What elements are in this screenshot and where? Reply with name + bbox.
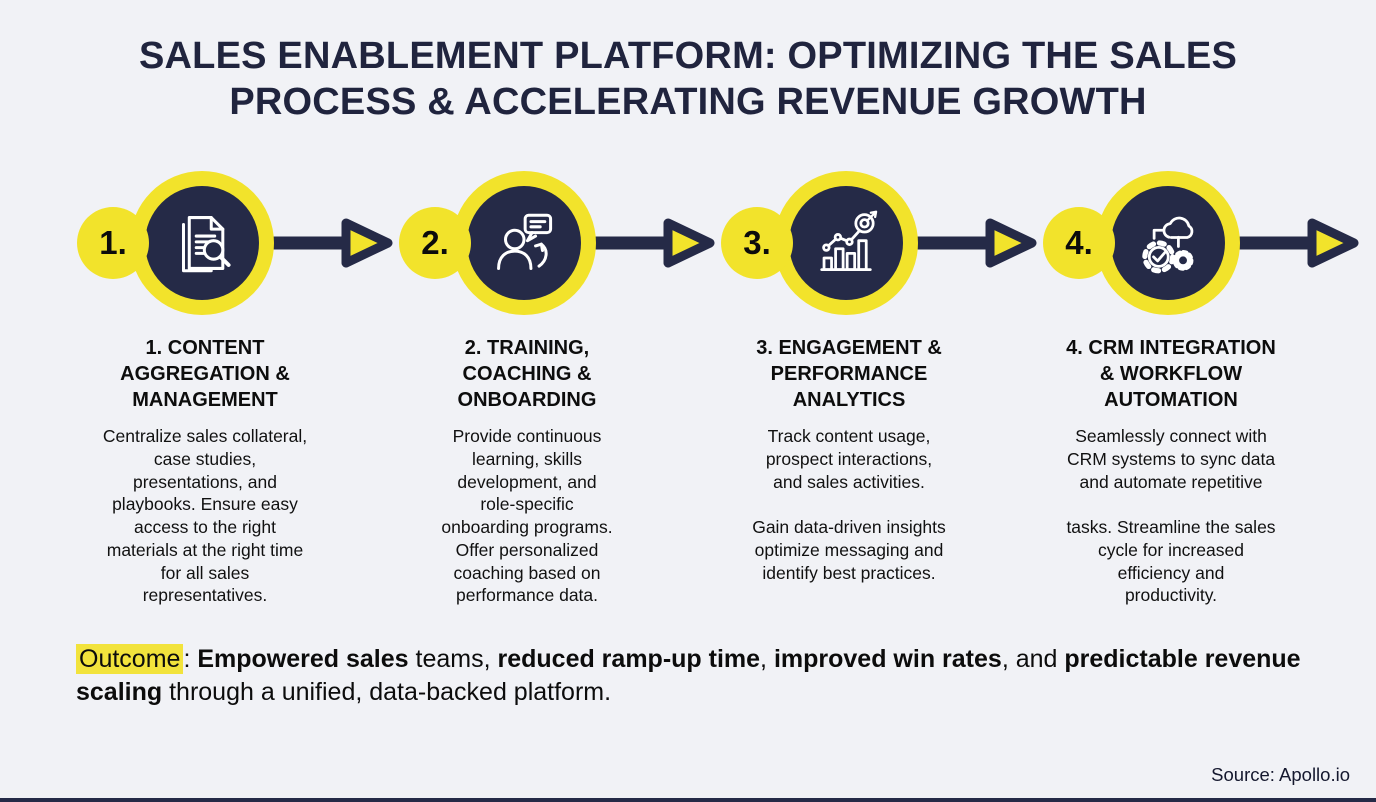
step-circle xyxy=(130,171,274,316)
step-2: 2. 2. TRAINING, COACHING & ONBOARDING Pr… xyxy=(366,167,715,607)
step-number-badge: 4. xyxy=(1043,207,1115,280)
outcome-segment: : xyxy=(183,645,198,674)
outcome-segment: , xyxy=(760,645,774,674)
step-4-description: Seamlessly connect with CRM systems to s… xyxy=(1066,426,1276,606)
step-circle xyxy=(1096,171,1240,316)
source-attribution: Source: Apollo.io xyxy=(1211,764,1350,785)
step-3: 3. xyxy=(688,167,1037,607)
step-number-badge: 3. xyxy=(721,207,793,280)
step-icon-disc xyxy=(467,186,581,301)
step-number: 3. xyxy=(743,224,771,262)
analytics-chart-icon xyxy=(820,210,878,272)
step-1-description: Centralize sales collateral, case studie… xyxy=(102,426,308,606)
step-number: 2. xyxy=(421,224,449,262)
outcome-segment: improved win rates xyxy=(773,645,1002,674)
outcome-segment: teams, xyxy=(408,645,498,674)
step-number: 1. xyxy=(99,224,127,262)
step-number-badge: 2. xyxy=(399,207,471,280)
cloud-gears-icon xyxy=(1142,216,1194,274)
outcome-segment: through a unified, data-backed platform. xyxy=(162,678,612,707)
step-circle xyxy=(774,171,918,316)
step-2-graphic: 2. xyxy=(366,167,715,319)
bottom-border xyxy=(0,798,1376,802)
step-icon-disc xyxy=(1111,186,1225,301)
step-2-description: Provide continuous learning, skills deve… xyxy=(441,426,613,606)
step-3-description: Track content usage, prospect interactio… xyxy=(752,426,946,583)
outcome-segment: , and xyxy=(1001,645,1065,674)
process-steps-row: 1. 1. CONTENT AGGREGATION & MANAGEMENT C… xyxy=(44,167,1359,607)
outcome-segment: predictable revenue scaling xyxy=(76,645,1301,707)
arrow-right-icon xyxy=(588,218,715,268)
step-4-title: 4. CRM INTEGRATION & WORKFLOW AUTOMATION xyxy=(1066,337,1276,412)
step-3-title: 3. ENGAGEMENT & PERFORMANCE ANALYTICS xyxy=(756,337,942,412)
step-2-title: 2. TRAINING, COACHING & ONBOARDING xyxy=(457,337,597,412)
step-number: 4. xyxy=(1065,224,1093,262)
outcome-statement: Outcome: Empowered sales teams, reduced … xyxy=(76,643,1316,709)
step-4: 4. 4. CRM INTEGRATION & WORKFLOW xyxy=(1010,167,1359,607)
arrow-right-icon xyxy=(266,218,393,268)
step-icon-disc xyxy=(145,186,259,301)
arrow-right-icon xyxy=(910,218,1037,268)
step-circle xyxy=(452,171,596,316)
outcome-segment: Outcome xyxy=(76,644,184,675)
arrow-right-icon xyxy=(1232,218,1359,268)
page-title: SALES ENABLEMENT PLATFORM: OPTIMIZING TH… xyxy=(138,35,1238,123)
step-1-graphic: 1. xyxy=(44,167,393,319)
outcome-segment: Empowered sales xyxy=(197,645,409,674)
step-3-graphic: 3. xyxy=(688,167,1037,319)
step-number-badge: 1. xyxy=(77,207,149,280)
step-1-title: 1. CONTENT AGGREGATION & MANAGEMENT xyxy=(120,337,290,412)
person-chat-icon xyxy=(497,213,553,271)
outcome-segment: reduced ramp-up time xyxy=(497,645,761,674)
step-1: 1. 1. CONTENT AGGREGATION & MANAGEMENT C… xyxy=(44,167,393,607)
step-icon-disc xyxy=(789,186,903,301)
document-search-icon xyxy=(181,216,231,273)
step-4-graphic: 4. xyxy=(1010,167,1359,319)
